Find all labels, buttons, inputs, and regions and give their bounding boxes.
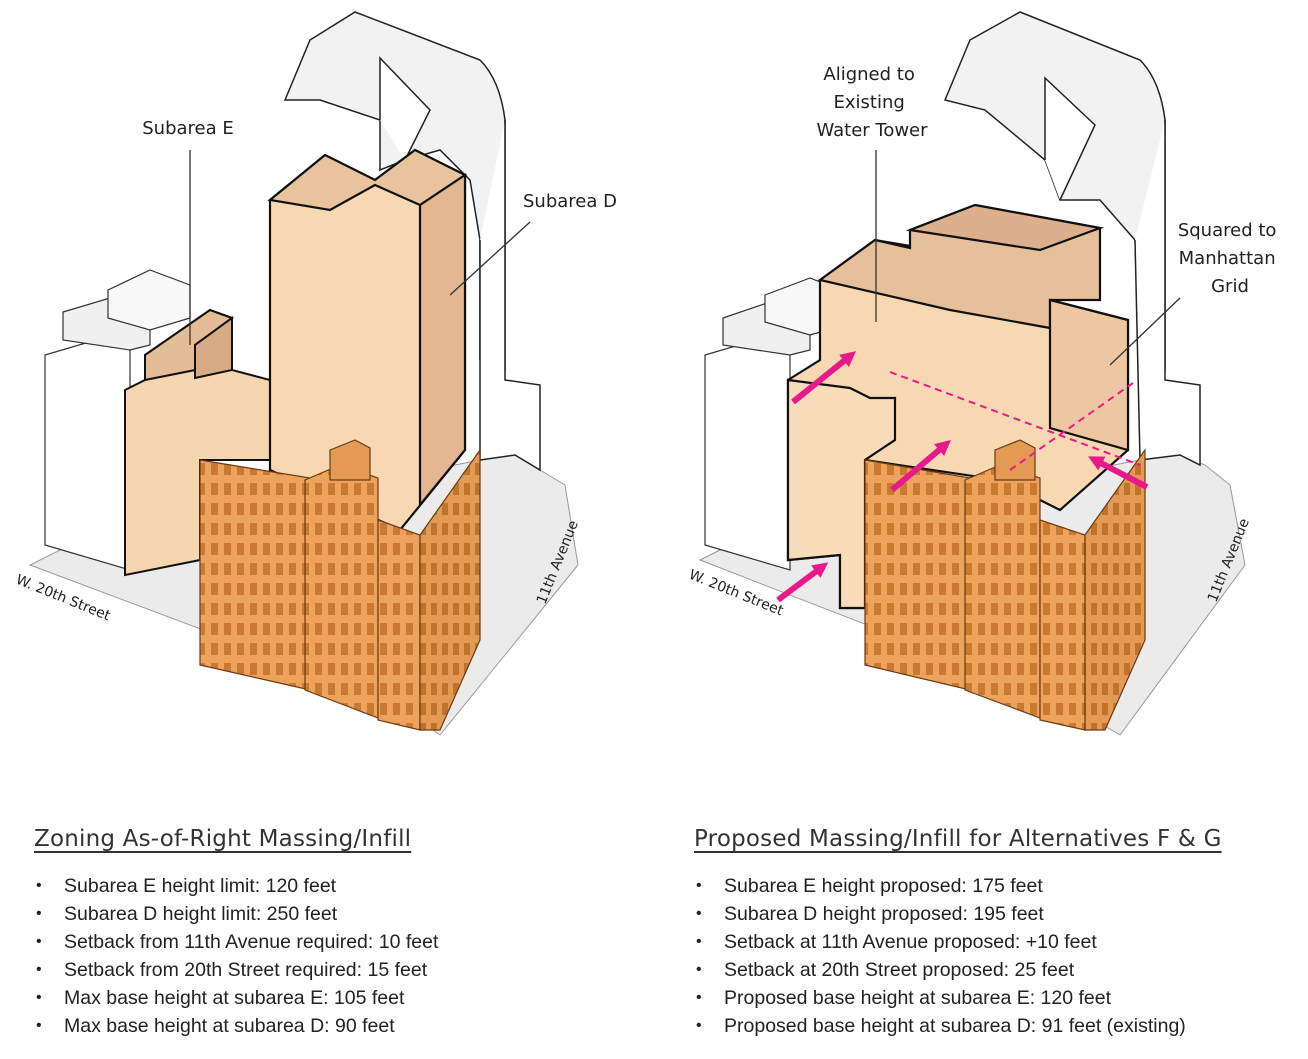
right-bullet-item: Subarea D height proposed: 195 feet — [694, 900, 1186, 928]
left-subarea-e-massing — [124, 308, 271, 577]
left-bullet-item: Max base height at subarea E: 105 feet — [34, 984, 438, 1012]
right-proposed-massing — [786, 203, 1130, 610]
left-bullet-item: Setback from 20th Street required: 15 fe… — [34, 956, 438, 984]
right-bullet-item: Subarea E height proposed: 175 feet — [694, 872, 1186, 900]
arrow-11th-setback — [1088, 456, 1149, 490]
right-bullet-list: Subarea E height proposed: 175 feet Suba… — [694, 872, 1186, 1040]
left-panel-title: Zoning As-of-Right Massing/Infill — [34, 826, 412, 852]
grid-dashed-lines — [889, 371, 1141, 471]
right-context-buildings — [704, 277, 846, 571]
massing-diagrams: Subarea E Subarea D W. 20th Street 11th … — [14, 11, 1282, 736]
right-bullet-item: Proposed base height at subarea D: 91 fe… — [694, 1012, 1186, 1040]
right-bullet-item: Setback at 20th Street proposed: 25 feet — [694, 956, 1186, 984]
label-subarea-d: Subarea D — [523, 191, 617, 212]
left-subarea-d-massing — [267, 148, 468, 532]
arrow-base-height — [890, 439, 951, 493]
left-bullet-item: Setback from 11th Avenue required: 10 fe… — [34, 928, 438, 956]
arrow-subarea-e-height — [791, 351, 857, 405]
left-callout-lines — [189, 150, 531, 345]
right-callout-lines — [875, 150, 1181, 366]
label-subarea-e: Subarea E — [142, 118, 234, 139]
right-diagram: Aligned to Existing Water Tower Squared … — [687, 11, 1282, 736]
left-bullet-item: Max base height at subarea D: 90 feet — [34, 1012, 438, 1040]
left-historic-building — [199, 439, 481, 731]
left-context-buildings — [44, 269, 191, 571]
label-water-tower: Aligned to Existing Water Tower — [816, 64, 928, 141]
left-bullet-item: Subarea D height limit: 250 feet — [34, 900, 438, 928]
right-historic-building — [864, 439, 1146, 731]
left-bullet-list: Subarea E height limit: 120 feet Subarea… — [34, 872, 438, 1040]
direction-arrows — [776, 351, 1149, 603]
right-panel-title: Proposed Massing/Infill for Alternatives… — [694, 826, 1222, 852]
label-manhattan-grid: Squared to Manhattan Grid — [1178, 220, 1282, 297]
left-bullet-item: Subarea E height limit: 120 feet — [34, 872, 438, 900]
right-bullet-item: Setback at 11th Avenue proposed: +10 fee… — [694, 928, 1186, 956]
right-bullet-item: Proposed base height at subarea E: 120 f… — [694, 984, 1186, 1012]
left-context-tower — [283, 11, 541, 472]
left-diagram: Subarea E Subarea D W. 20th Street 11th … — [14, 11, 617, 736]
arrow-20th-setback — [776, 562, 829, 603]
